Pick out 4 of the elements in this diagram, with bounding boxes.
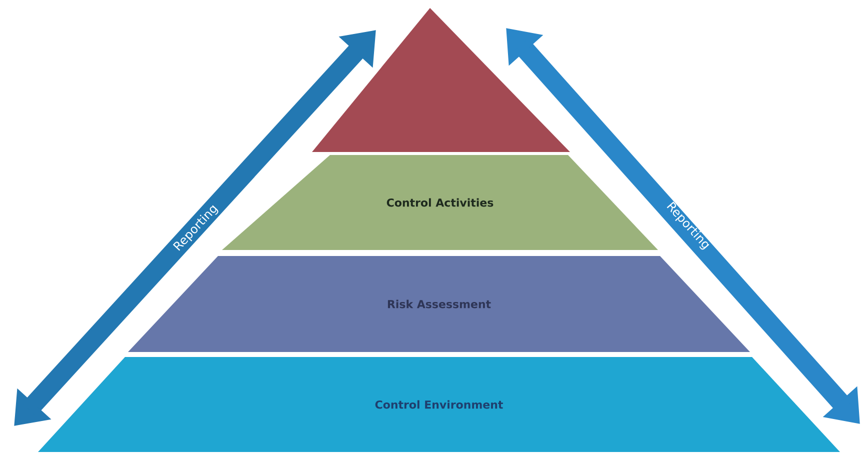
pyramid-layer: Risk Assessment — [128, 256, 750, 352]
pyramid-layer: Control Environment — [38, 357, 840, 452]
pyramid-layer: Control Activities — [222, 155, 658, 250]
pyramid-apex — [312, 8, 570, 152]
